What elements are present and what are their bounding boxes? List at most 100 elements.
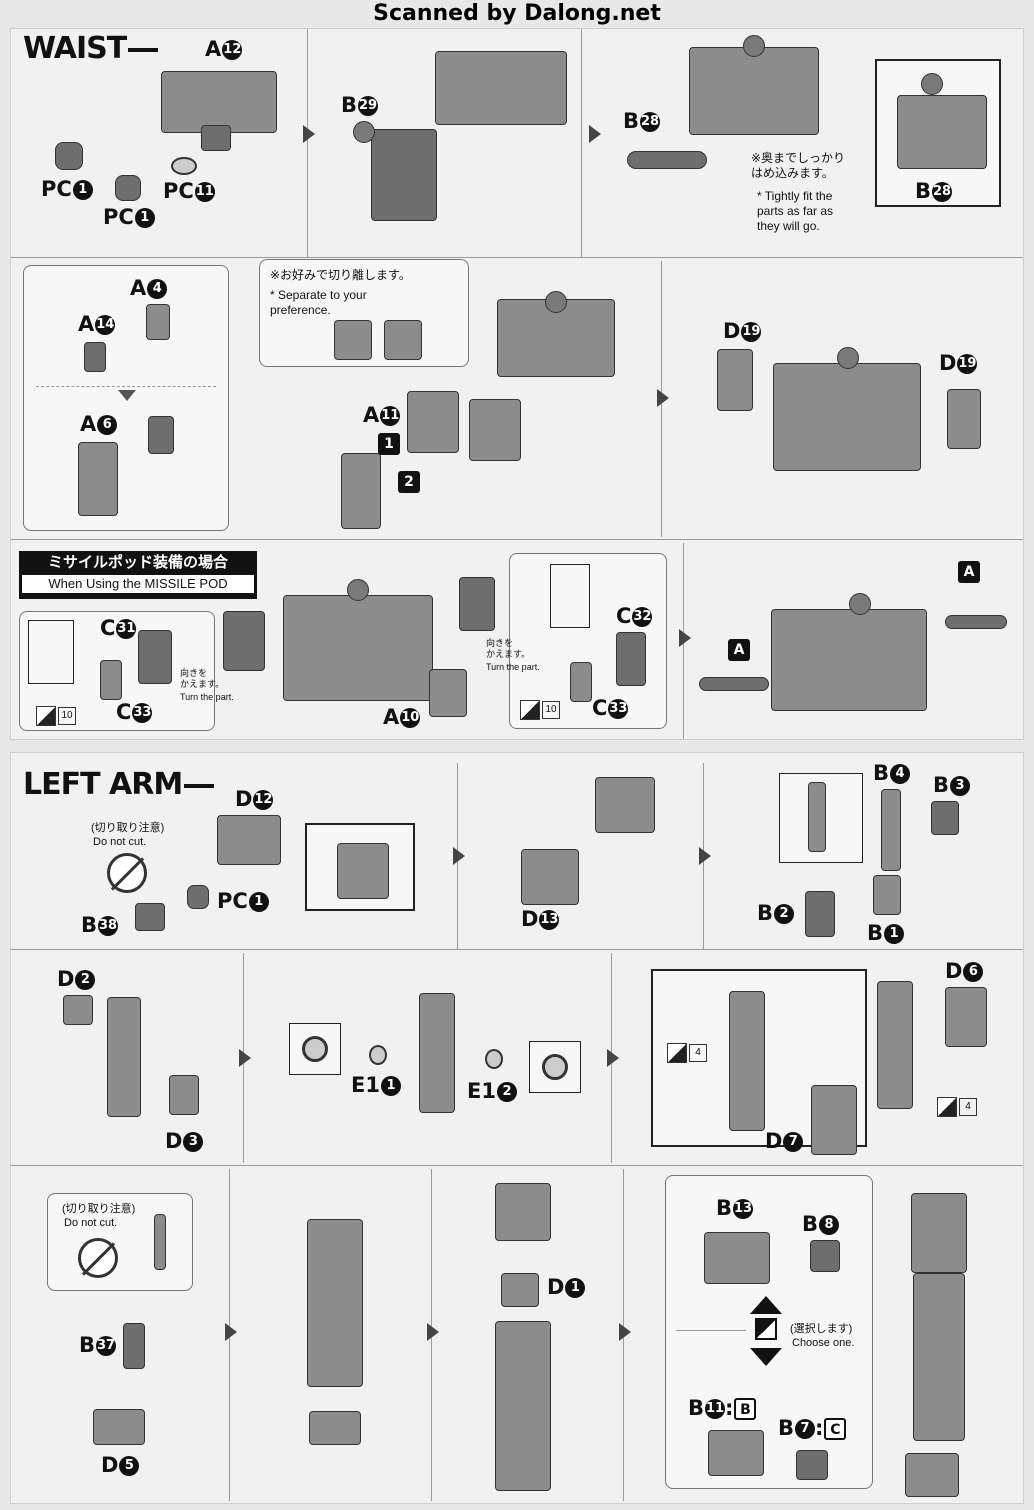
waist-tab-part [201, 125, 231, 151]
missile-pod-part [223, 611, 265, 671]
waist-assembly-part [773, 363, 921, 471]
next-step-arrow [699, 847, 711, 865]
step-1-marker: 1 [377, 431, 400, 455]
scan-credit: Scanned by Dalong.net [373, 1, 661, 26]
shoulder-assembly-part [495, 1183, 551, 1241]
missile-part [945, 615, 1007, 629]
detail-inset [779, 773, 863, 863]
waist-assembly-part [435, 51, 567, 125]
next-step-arrow [239, 1049, 251, 1067]
polycap-ring [542, 1054, 568, 1080]
armor-plate-part [384, 320, 422, 360]
choose-down-arrow [750, 1348, 782, 1366]
upper-arm-detail-part [808, 782, 826, 852]
choose-one-icon [755, 1318, 777, 1340]
nocut-callout: (切り取り注意) Do not cut. [47, 1193, 193, 1291]
nocut-note-jp: (切り取り注意) [62, 1203, 136, 1215]
detail-inset [289, 1023, 341, 1075]
d13-cover-part [521, 849, 579, 905]
b8-part [810, 1240, 840, 1272]
arm-assembly-part [495, 1321, 551, 1491]
turn-note-jp: 向きをかえます。 [180, 668, 225, 689]
page-ref: 10 [36, 706, 82, 726]
waist-core-part [161, 71, 277, 133]
d1-part [501, 1273, 539, 1307]
joint-ball [347, 579, 369, 601]
d3-part [169, 1075, 199, 1115]
shoulder-assembly-part [595, 777, 655, 833]
c33-launcher-part [100, 660, 122, 700]
left-arm-title: LEFT ARM [23, 767, 215, 802]
page-ref: 4 [937, 1097, 983, 1117]
col-divider [581, 29, 582, 257]
shoulder-detail-part [337, 843, 389, 899]
crotch-part [371, 129, 437, 221]
turn-note-jp: 向きをかえます。 [486, 638, 531, 659]
upper-arm-assembly-part [877, 981, 913, 1109]
pc1-cap [187, 885, 209, 909]
pod-detail [28, 620, 74, 684]
c31-pod-part [138, 630, 172, 684]
down-arrow [118, 390, 136, 401]
nocut-note-jp: (切り取り注意) [91, 822, 165, 834]
nocut-icon [107, 853, 147, 893]
joint-ball [837, 347, 859, 369]
d6-part [945, 987, 987, 1047]
e1-ring [485, 1049, 503, 1069]
turn-note-en: Turn the part. [180, 692, 234, 702]
upper-arm-detail-part [729, 991, 765, 1131]
polycap-ring [302, 1036, 328, 1062]
d7-part [811, 1085, 857, 1155]
page-ref: 4 [667, 1043, 713, 1063]
upper-arm-assembly-part [107, 997, 141, 1117]
turn-note-en: Turn the part. [486, 662, 540, 672]
next-step-arrow [427, 1323, 439, 1341]
page-ref: 10 [520, 700, 566, 720]
missile-mark-a: A [727, 637, 750, 661]
d19-skirt-part [947, 389, 981, 449]
a11-plate-part [469, 399, 521, 461]
detail-inset [529, 1041, 581, 1093]
nocut-icon [78, 1238, 118, 1278]
a14-part [84, 342, 106, 372]
b1-part [873, 875, 901, 915]
joint-ball [743, 35, 765, 57]
joint-ball [921, 73, 943, 95]
choose-note-en: Choose one. [792, 1337, 855, 1349]
row-divider [11, 539, 1023, 540]
pc1-cap [115, 175, 141, 201]
step-2-marker: 2 [397, 469, 420, 493]
b37-detail-part [154, 1214, 166, 1270]
missile-pod-header: ミサイルポッド装備の場合 When Using the MISSILE POD [19, 551, 257, 599]
